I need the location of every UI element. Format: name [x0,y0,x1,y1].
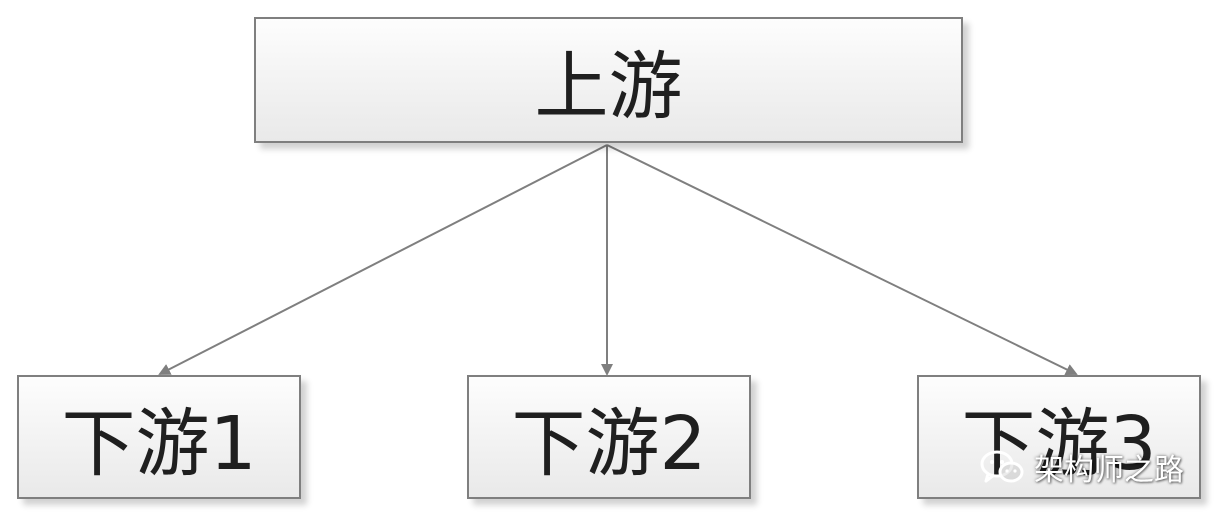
watermark-text: 架构师之路 [1034,453,1184,488]
arrow-to-downstream-1 [158,144,608,375]
upstream-node-label: 上游 [534,43,683,130]
arrow-to-downstream-3 [606,144,1078,376]
upstream-node: 上游 [254,17,963,143]
downstream-node-3: 下游3 [917,375,1201,499]
downstream-node-2-label: 下游2 [511,400,707,487]
downstream-node-1: 下游1 [17,375,301,499]
downstream-node-1-label: 下游1 [61,400,257,487]
watermark: 架构师之路 [978,445,1184,489]
downstream-node-3-label: 下游3 [961,400,1157,487]
wechat-icon [980,450,1024,483]
downstream-node-2: 下游2 [467,375,751,499]
